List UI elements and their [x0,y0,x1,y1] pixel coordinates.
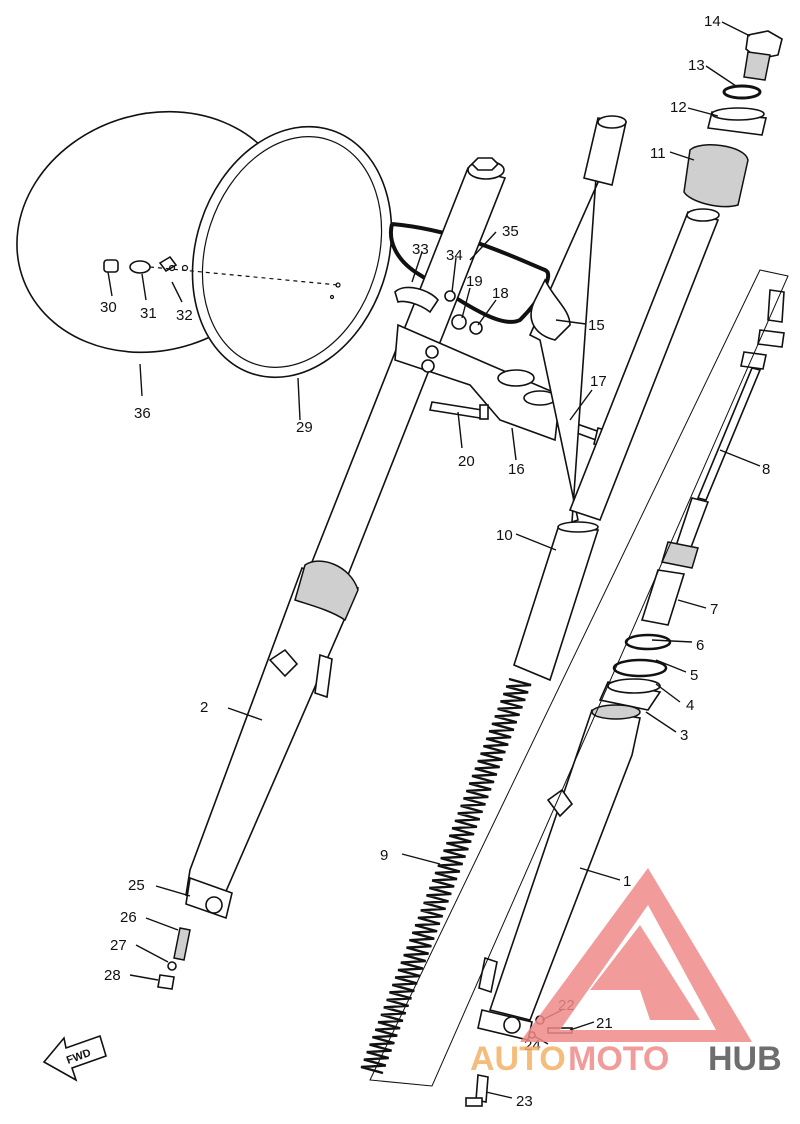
damper-rod-10 [513,521,600,682]
callout-12: 12 [670,99,687,116]
fork-spring-9 [360,677,532,1075]
callout-1: 1 [623,873,631,890]
watermark-auto: AUTO [470,1040,566,1078]
right-inner-tube [568,208,720,521]
watermark-hub: HUB [708,1040,782,1078]
fitting-33-34-18-19 [394,286,483,335]
callout-7: 7 [710,601,718,618]
callout-26: 26 [120,909,137,926]
callout-9: 9 [380,847,388,864]
right-fork-outer-1 [477,704,641,1041]
assembly-outline [369,269,789,1087]
spacer-12 [707,107,767,136]
callout-6: 6 [696,637,704,654]
cable-35 [389,222,551,324]
lower-bracket-16 [394,323,561,442]
callout-33: 33 [412,241,429,258]
callout-21: 21 [596,1015,613,1032]
headlight-rim-29 [191,125,393,379]
callout-16: 16 [508,461,525,478]
callout-36: 36 [134,405,151,422]
callout-31: 31 [140,305,157,322]
left-fork-outer-2 [185,560,360,920]
callout-27: 27 [110,937,127,954]
callout-25: 25 [128,877,145,894]
stack-rings-3-7 [598,569,686,711]
callout-2: 2 [200,699,208,716]
callout-17: 17 [590,373,607,390]
callout-15: 15 [588,317,605,334]
callout-19: 19 [466,273,483,290]
callout-5: 5 [690,667,698,684]
aiming-screw-parts [103,255,341,300]
callout-20: 20 [458,453,475,470]
callout-29: 29 [296,419,313,436]
fwd-arrow-icon: FWD [42,1034,107,1082]
callout-35: 35 [502,223,519,240]
automotohub-watermark: AUTO MOTO HUB [470,868,782,1078]
callout-8: 8 [762,461,770,478]
cap-bolt-14 [743,30,783,81]
callout-23: 23 [516,1093,533,1110]
drain-parts-26-28 [157,927,191,990]
spring-coil [360,677,532,1075]
callout-18: 18 [492,285,509,302]
dust-seal-11 [683,144,749,208]
callout-11: 11 [650,145,666,162]
callout-28: 28 [104,967,121,984]
callout-32: 32 [176,307,193,324]
damper-8 [661,289,785,569]
watermark-moto: MOTO [568,1040,669,1078]
leader-lines [107,21,761,1099]
callout-4: 4 [686,697,694,714]
clamp-bolt-20 [429,401,489,420]
callout-3: 3 [680,727,688,744]
o-ring-13 [722,84,762,100]
callout-13: 13 [688,57,705,74]
watermark-triangle-logo [520,868,752,1042]
callout-10: 10 [496,527,513,544]
callout-30: 30 [100,299,117,316]
callout-34: 34 [446,247,463,264]
callout-14: 14 [704,13,721,30]
